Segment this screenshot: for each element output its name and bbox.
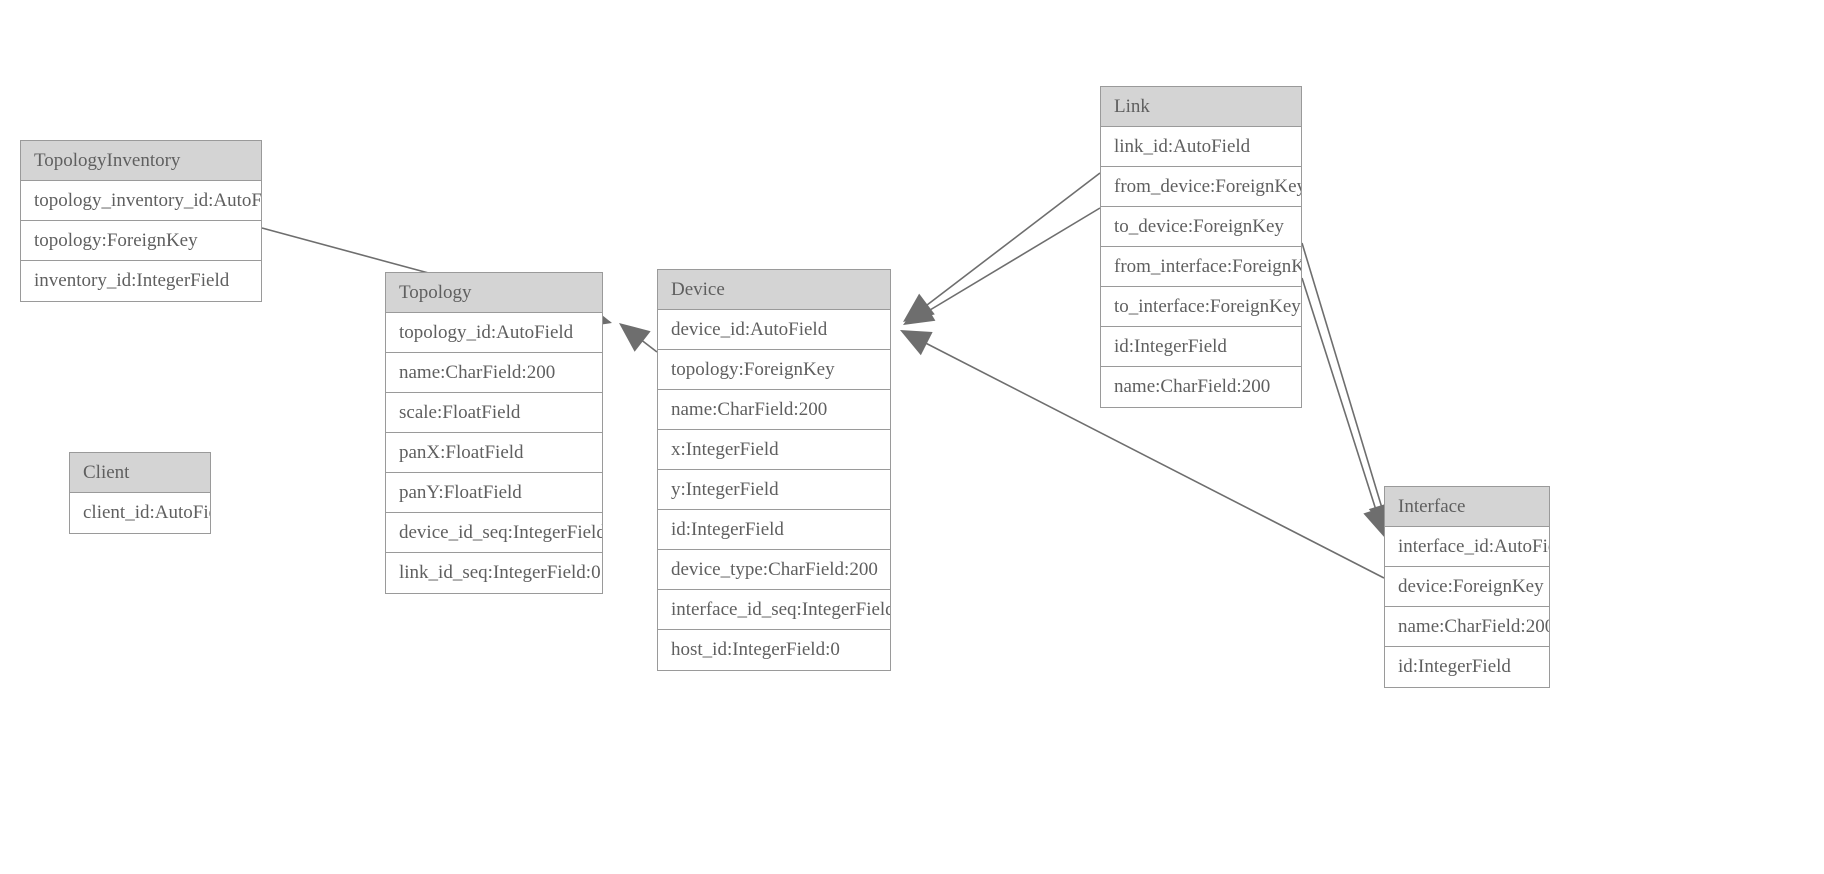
entity-field[interactable]: name:CharField:200 (386, 353, 602, 393)
rel-device-topology (619, 323, 658, 353)
entity-field[interactable]: topology:ForeignKey (658, 350, 890, 390)
entity-field[interactable]: link_id_seq:IntegerField:0 (386, 553, 602, 593)
entity-field[interactable]: id:IntegerField (1385, 647, 1549, 687)
relationship-line (622, 325, 658, 353)
relationship-arrowhead (903, 298, 936, 325)
relationship-arrowhead (903, 293, 935, 322)
entity-field[interactable]: x:IntegerField (658, 430, 890, 470)
relationship-line (1301, 277, 1384, 533)
entity-title-client: Client (70, 453, 210, 493)
entity-field[interactable]: inventory_id:IntegerField (21, 261, 261, 301)
entity-field[interactable]: name:CharField:200 (658, 390, 890, 430)
entity-field[interactable]: device:ForeignKey (1385, 567, 1549, 607)
entity-field[interactable]: id:IntegerField (1101, 327, 1301, 367)
entity-field[interactable]: id:IntegerField (658, 510, 890, 550)
entity-field[interactable]: device_id_seq:IntegerField:0 (386, 513, 602, 553)
entity-field[interactable]: client_id:AutoField (70, 493, 210, 533)
entity-field[interactable]: interface_id:AutoField (1385, 527, 1549, 567)
entity-field[interactable]: topology:ForeignKey (21, 221, 261, 261)
entity-field[interactable]: interface_id_seq:IntegerField:0 (658, 590, 890, 630)
entity-field[interactable]: name:CharField:200 (1385, 607, 1549, 647)
entity-field[interactable]: host_id:IntegerField:0 (658, 630, 890, 670)
relationship-line (909, 207, 1101, 323)
entity-field[interactable]: to_interface:ForeignKey (1101, 287, 1301, 327)
entity-field[interactable]: panY:FloatField (386, 473, 602, 513)
relationship-line (909, 172, 1101, 319)
entity-title-link: Link (1101, 87, 1301, 127)
entity-field[interactable]: to_device:ForeignKey (1101, 207, 1301, 247)
entity-field[interactable]: device_id:AutoField (658, 310, 890, 350)
entity-field[interactable]: link_id:AutoField (1101, 127, 1301, 167)
rel-link-todevice-device (903, 207, 1101, 325)
entity-field[interactable]: panX:FloatField (386, 433, 602, 473)
entity-field[interactable]: device_type:CharField:200 (658, 550, 890, 590)
relationship-arrowhead (619, 323, 651, 352)
entity-interface[interactable]: Interfaceinterface_id:AutoFielddevice:Fo… (1384, 486, 1550, 688)
entity-title-interface: Interface (1385, 487, 1549, 527)
entity-field[interactable]: from_interface:ForeignKey (1101, 247, 1301, 287)
entity-field[interactable]: scale:FloatField (386, 393, 602, 433)
entity-field[interactable]: from_device:ForeignKey (1101, 167, 1301, 207)
entity-field[interactable]: topology_id:AutoField (386, 313, 602, 353)
entity-title-topology_inventory: TopologyInventory (21, 141, 261, 181)
rel-link-fromdevice-device (903, 172, 1101, 322)
entity-field[interactable]: name:CharField:200 (1101, 367, 1301, 407)
relationship-arrowhead (900, 330, 933, 356)
entity-field[interactable]: topology_inventory_id:AutoField (21, 181, 261, 221)
entity-title-device: Device (658, 270, 890, 310)
relationship-line (1301, 242, 1389, 529)
entity-field[interactable]: y:IntegerField (658, 470, 890, 510)
entity-title-topology: Topology (386, 273, 602, 313)
